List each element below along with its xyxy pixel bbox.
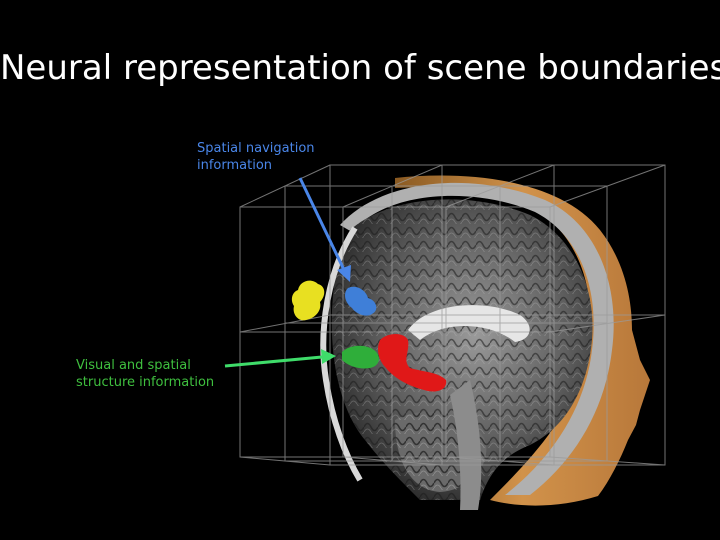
wireframe-box [239, 164, 666, 466]
visual-spatial-structure-label-line2: structure information [76, 375, 215, 390]
visual-spatial-structure-label: Visual and spatial structure information [76, 357, 214, 391]
occipital-edge [320, 226, 363, 482]
spatial-navigation-label-line1: Spatial navigation [197, 141, 315, 156]
green-region [342, 345, 379, 369]
brain-stem [450, 380, 482, 510]
green-arrow [224, 349, 336, 368]
visual-spatial-structure-label-line1: Visual and spatial [76, 358, 191, 373]
yellow-region [291, 280, 325, 321]
spatial-navigation-label-line2: information [197, 158, 273, 173]
blue-arrow [298, 177, 351, 282]
scalp-band [340, 182, 614, 495]
red-region [378, 334, 447, 392]
corpus-callosum [408, 305, 530, 342]
spatial-navigation-label: Spatial navigation information [197, 140, 315, 174]
slide-title: Neural representation of scene boundarie… [0, 48, 720, 88]
blue-region [345, 286, 377, 316]
